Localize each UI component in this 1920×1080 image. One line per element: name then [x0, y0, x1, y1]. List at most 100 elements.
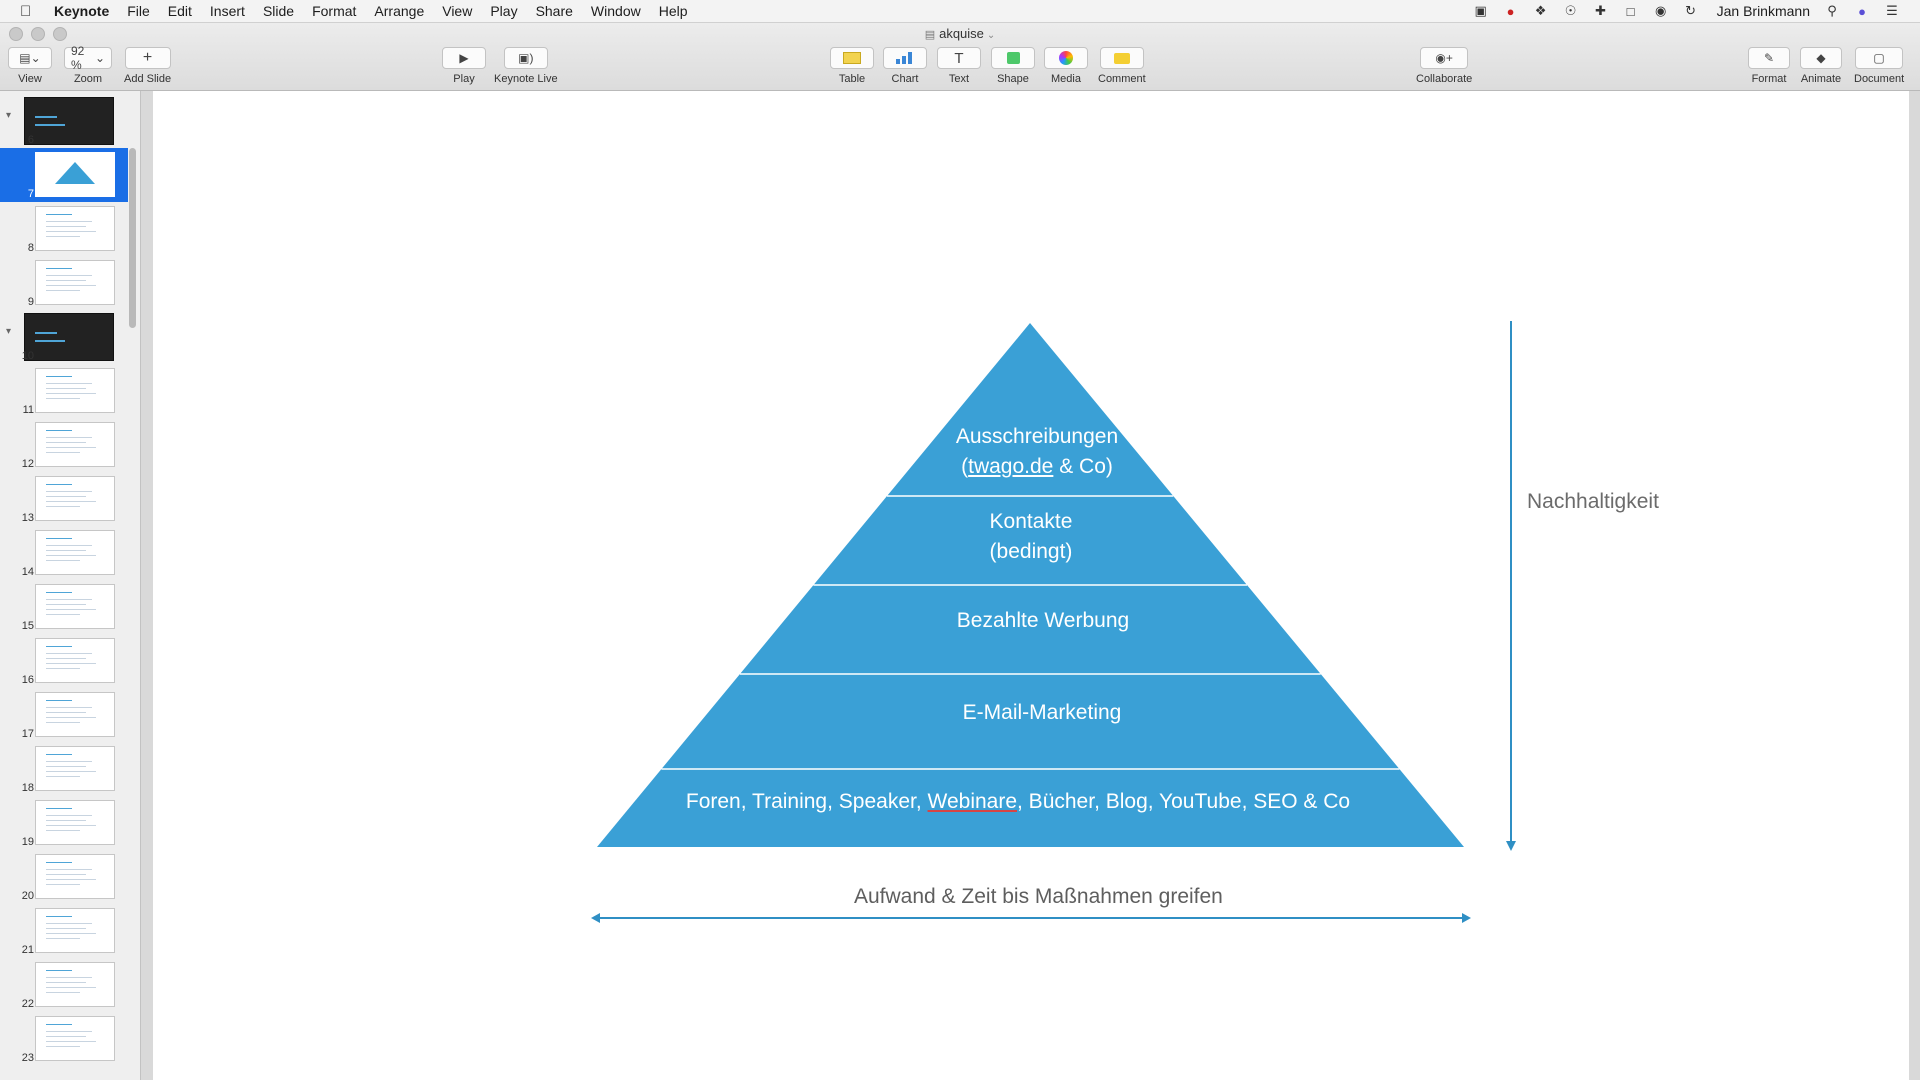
collaborate-control[interactable]: ◉+ Collaborate — [1416, 47, 1472, 85]
view-button[interactable]: ▤⌄ — [8, 47, 52, 69]
onepassword-icon[interactable]: ☉ — [1564, 3, 1577, 18]
zoom-window-button[interactable] — [53, 27, 67, 41]
comment-button[interactable] — [1099, 47, 1144, 69]
shape-control[interactable]: Shape — [991, 47, 1035, 85]
notification-center-icon[interactable]: ☰ — [1886, 3, 1898, 18]
slide-thumbnail-16[interactable]: 16 — [0, 634, 128, 688]
slide-thumbnail-12[interactable]: 12 — [0, 418, 128, 472]
play-button[interactable]: ▶ — [442, 47, 486, 69]
tier-label-ausschreibungen[interactable]: Ausschreibungen (twago.de & Co) — [956, 422, 1118, 482]
shape-button[interactable] — [991, 47, 1035, 69]
disclosure-triangle-icon[interactable]: ▾ — [6, 110, 12, 121]
slide-number: 10 — [21, 350, 34, 362]
document-button[interactable]: ▢ — [1855, 47, 1904, 69]
close-window-button[interactable] — [9, 27, 23, 41]
slide-thumbnail-18[interactable]: 18 — [0, 742, 128, 796]
thumb-text-line — [46, 658, 86, 659]
slide-thumbnail-21[interactable]: 21 — [0, 904, 128, 958]
menu-play[interactable]: Play — [490, 3, 518, 19]
thumb-text-line — [46, 869, 92, 870]
slide[interactable]: Ausschreibungen (twago.de & Co) Kontakte… — [153, 91, 1909, 1080]
slide-thumbnail-6[interactable]: ▾6 — [0, 94, 128, 148]
apple-menu-icon[interactable]:  — [20, 3, 38, 20]
keynote-live-button[interactable]: ▣) — [503, 47, 548, 69]
tier-label-email-marketing[interactable]: E-Mail-Marketing — [962, 701, 1122, 724]
slide-thumbnail-22[interactable]: 22 — [0, 958, 128, 1012]
menu-window[interactable]: Window — [590, 3, 641, 19]
table-button[interactable] — [830, 47, 874, 69]
document-title[interactable]: ▤akquise⌄ — [0, 26, 1920, 41]
media-button[interactable] — [1044, 47, 1088, 69]
format-control[interactable]: ✎ Format — [1748, 47, 1790, 85]
plus-cross-icon[interactable]: ✚ — [1595, 3, 1607, 18]
slide-thumbnail-19[interactable]: 19 — [0, 796, 128, 850]
zoom-control[interactable]: 92 %⌄ Zoom — [64, 44, 112, 85]
slide-thumbnail-17[interactable]: 17 — [0, 688, 128, 742]
text-control[interactable]: T Text — [937, 47, 981, 85]
animate-control[interactable]: ◆ Animate — [1800, 47, 1842, 85]
slide-thumbnail-9[interactable]: 9 — [0, 256, 128, 310]
slide-number: 17 — [21, 728, 34, 740]
navigator-scrollbar[interactable] — [129, 148, 136, 328]
format-button[interactable]: ✎ — [1748, 47, 1790, 69]
document-control[interactable]: ▢ Document — [1854, 47, 1904, 85]
dropbox-icon[interactable]: ❖ — [1534, 3, 1547, 18]
slide-thumbnail-8[interactable]: 8 — [0, 202, 128, 256]
slide-thumbnail-10[interactable]: ▾ 10 — [0, 310, 128, 364]
vertical-axis-label[interactable]: Nachhaltigkeit — [1527, 490, 1659, 513]
menu-app[interactable]: Keynote — [54, 3, 110, 19]
menu-file[interactable]: File — [127, 3, 150, 19]
disclosure-triangle-icon[interactable]: ▾ — [6, 326, 12, 337]
twago-link[interactable]: twago.de — [968, 455, 1054, 478]
keynote-live-control[interactable]: ▣) Keynote Live — [494, 47, 558, 85]
thumb-text-line — [46, 771, 96, 772]
add-slide-control[interactable]: + Add Slide — [124, 47, 171, 85]
spotlight-search-icon[interactable]: ⚲ — [1827, 3, 1837, 18]
slide-thumbnail-14[interactable]: 14 — [0, 526, 128, 580]
creative-cloud-icon[interactable]: ● — [1506, 3, 1515, 19]
menu-view[interactable]: View — [442, 3, 473, 19]
add-slide-button[interactable]: + — [124, 47, 171, 69]
slide-thumbnail-23[interactable]: 23 — [0, 1012, 128, 1066]
menu-help[interactable]: Help — [658, 3, 688, 19]
slide-thumbnail-7[interactable]: 7 — [0, 148, 128, 202]
view-control[interactable]: ▤⌄ View — [8, 47, 52, 85]
slide-thumbnail-11[interactable]: 11 — [0, 364, 128, 418]
chart-control[interactable]: Chart — [883, 47, 927, 85]
horizontal-axis-label[interactable]: Aufwand & Zeit bis Maßnahmen greifen — [854, 885, 1223, 908]
collaborate-button[interactable]: ◉+ — [1420, 47, 1469, 69]
slide-thumbnail-20[interactable]: 20 — [0, 850, 128, 904]
menu-edit[interactable]: Edit — [167, 3, 192, 19]
play-control[interactable]: ▶ Play — [442, 47, 486, 85]
thumb-title-line — [35, 340, 65, 342]
pyramid-diagram[interactable] — [153, 91, 1909, 1080]
slide-thumbnail-13[interactable]: 13 — [0, 472, 128, 526]
menu-share[interactable]: Share — [535, 3, 573, 19]
menu-insert[interactable]: Insert — [209, 3, 245, 19]
menu-format[interactable]: Format — [312, 3, 357, 19]
media-control[interactable]: Media — [1044, 47, 1088, 85]
siri-icon[interactable]: ● — [1858, 3, 1866, 19]
tier-label-foren[interactable]: Foren, Training, Speaker, Webinare, Büch… — [686, 787, 1350, 817]
time-machine-icon[interactable]: ↻ — [1685, 3, 1697, 18]
user-name[interactable]: Jan Brinkmann — [1716, 3, 1810, 19]
menu-slide[interactable]: Slide — [262, 3, 295, 19]
screen-record-icon[interactable]: ▣ — [1474, 3, 1487, 18]
vpn-icon[interactable]: ◉ — [1654, 3, 1667, 18]
table-control[interactable]: Table — [830, 47, 874, 85]
thumb-text-line — [46, 226, 86, 227]
zoom-dropdown[interactable]: 92 %⌄ — [64, 44, 112, 72]
tier-label-kontakte[interactable]: Kontakte (bedingt) — [990, 507, 1073, 567]
menu-arrange[interactable]: Arrange — [374, 3, 425, 19]
tier-label-bezahlte-werbung[interactable]: Bezahlte Werbung — [956, 609, 1130, 632]
minimize-window-button[interactable] — [31, 27, 45, 41]
thumb-text-line — [46, 496, 86, 497]
slide-thumbnail-15[interactable]: 15 — [0, 580, 128, 634]
chart-button[interactable] — [883, 47, 927, 69]
animate-button[interactable]: ◆ — [1800, 47, 1842, 69]
evernote-icon[interactable]: □ — [1626, 3, 1635, 19]
comment-control[interactable]: Comment — [1098, 47, 1146, 85]
thumb-text-line — [46, 646, 72, 647]
text-button[interactable]: T — [937, 47, 981, 69]
